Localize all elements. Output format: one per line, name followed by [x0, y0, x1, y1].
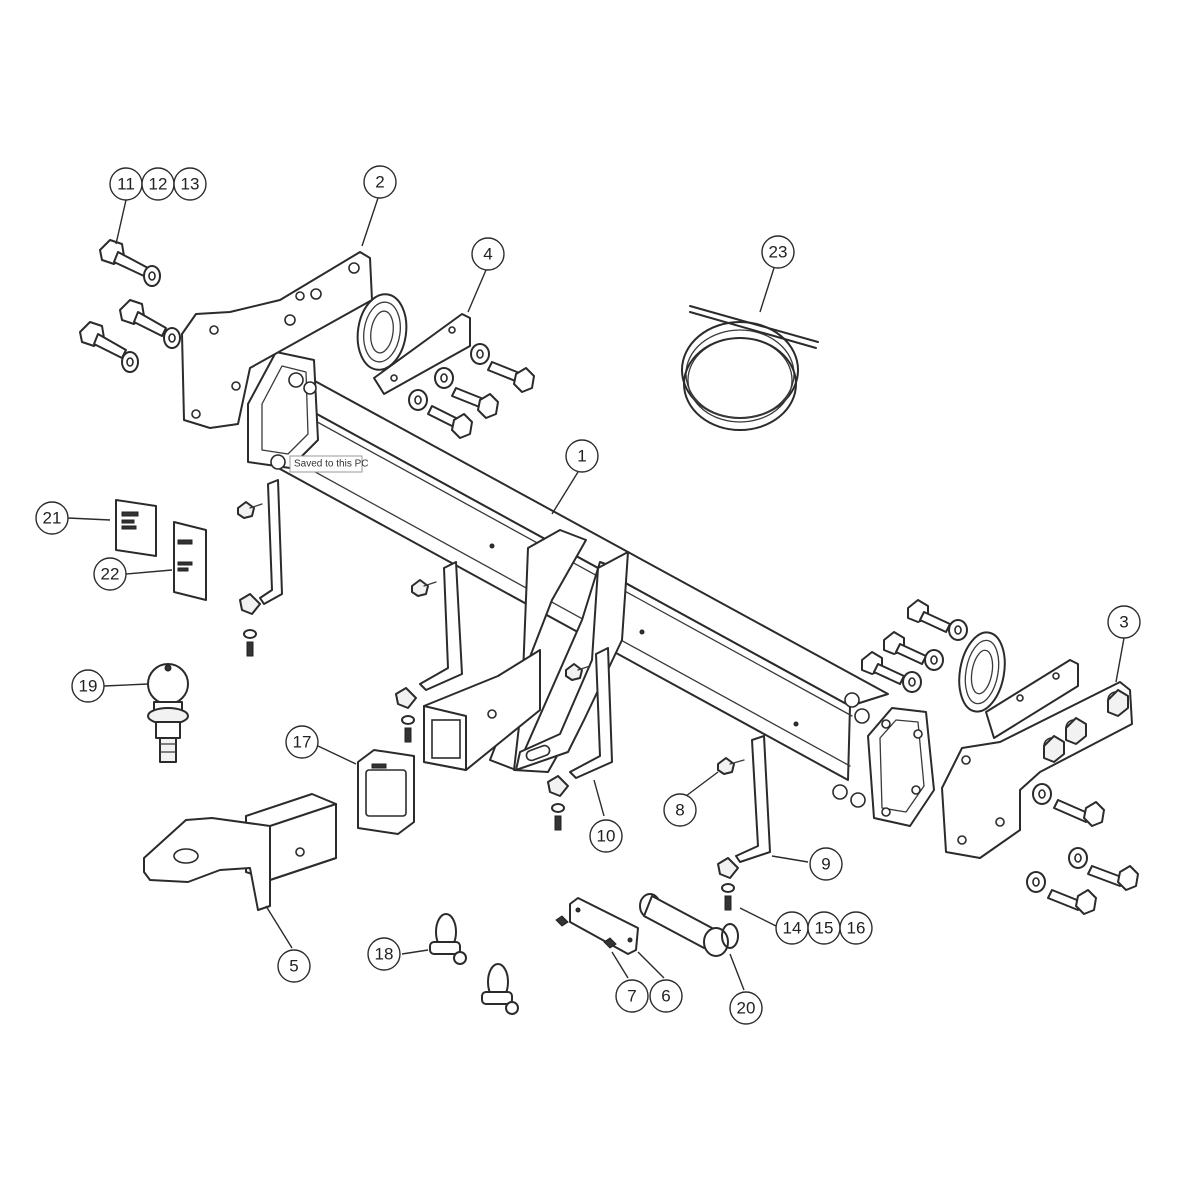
callout-9-label: 9	[821, 855, 830, 874]
tow-ball-part-19	[147, 663, 189, 763]
callout-22-label: 22	[101, 565, 120, 584]
callout-13-label: 13	[181, 175, 200, 194]
callout-12: 12	[141, 167, 175, 201]
callout-23: 23	[761, 235, 795, 269]
callout-11: 11	[109, 167, 143, 201]
callout-17-label: 17	[293, 733, 312, 752]
callout-19: 19	[71, 669, 105, 703]
receiver-cover-part-17	[357, 749, 415, 835]
callout-23-label: 23	[769, 243, 788, 262]
callout-14-label: 14	[783, 919, 802, 938]
saved-tooltip-text: Saved to this PC	[294, 459, 368, 470]
bolts-group-11-13	[79, 239, 181, 373]
callout-2-label: 2	[375, 173, 384, 192]
bolts-near-part-4	[408, 343, 535, 439]
spacer-plate-part-4	[356, 293, 471, 395]
callout-3-label: 3	[1119, 613, 1128, 632]
callout-2: 2	[363, 165, 397, 199]
callout-13: 13	[173, 167, 207, 201]
ball-mount-part-5	[143, 793, 337, 911]
leader-lines	[67, 197, 1125, 991]
callout-21: 21	[35, 501, 69, 535]
callout-7-label: 7	[627, 987, 636, 1006]
callout-5: 5	[277, 949, 311, 983]
shackles-part-18	[429, 913, 519, 1015]
main-crossbar-part-1	[247, 351, 935, 827]
callout-4: 4	[471, 237, 505, 271]
callout-10-label: 10	[597, 827, 616, 846]
callout-15-label: 15	[815, 919, 834, 938]
callout-20-label: 20	[737, 999, 756, 1018]
callout-16-label: 16	[847, 919, 866, 938]
right-side-plate-part-3	[941, 631, 1133, 859]
bolts-near-part-3	[861, 599, 1139, 915]
callouts: 1 2 3 4 5 6 7 8 9 10 11 12 13 14 15 16 1…	[35, 165, 1141, 1025]
callout-1: 1	[565, 439, 599, 473]
callout-3: 3	[1107, 605, 1141, 639]
callout-17: 17	[285, 725, 319, 759]
callout-9: 9	[809, 847, 843, 881]
small-fasteners	[237, 501, 745, 911]
callout-18: 18	[367, 937, 401, 971]
bracket-plate-part-6	[555, 897, 639, 955]
callout-22: 22	[93, 557, 127, 591]
callout-6-label: 6	[661, 987, 670, 1006]
callout-21-label: 21	[43, 509, 62, 528]
warning-labels-part-21-22	[115, 499, 207, 601]
callout-15: 15	[807, 911, 841, 945]
saved-tooltip: Saved to this PC	[289, 455, 368, 473]
callout-6: 6	[649, 979, 683, 1013]
wire-coil-part-23	[681, 305, 819, 431]
callout-5-label: 5	[289, 957, 298, 976]
callout-16: 16	[839, 911, 873, 945]
callout-11-label: 11	[117, 175, 135, 194]
mounting-straps	[259, 479, 771, 863]
callout-7: 7	[615, 979, 649, 1013]
callout-1-label: 1	[577, 447, 586, 466]
callout-20: 20	[729, 991, 763, 1025]
callout-8-label: 8	[675, 801, 684, 820]
callout-19-label: 19	[79, 677, 98, 696]
callout-14: 14	[775, 911, 809, 945]
left-side-plate-part-2	[181, 251, 373, 429]
callout-12-label: 12	[149, 175, 168, 194]
callout-18-label: 18	[375, 945, 394, 964]
pin-part-20	[639, 893, 739, 957]
callout-8: 8	[663, 793, 697, 827]
callout-4-label: 4	[483, 245, 492, 264]
callout-10: 10	[589, 819, 623, 853]
